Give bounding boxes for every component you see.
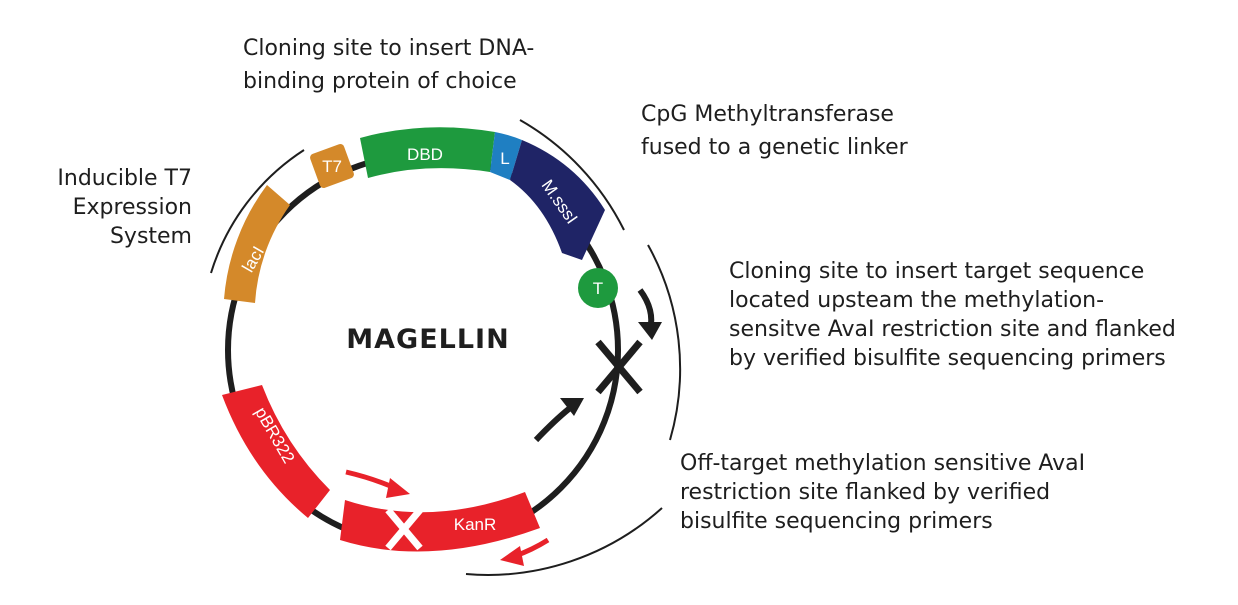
annotation-target-3: sensitve AvaI restriction site and flank… [729,317,1176,342]
segment-t7 [310,144,354,188]
plasmid-title: MAGELLIN [346,324,509,355]
label-dbd: DBD [407,145,443,164]
primer-arrowhead-red-reverse [500,546,524,566]
segment-linker [490,132,522,180]
bracket-off-target [465,507,663,576]
segment-dbd [360,127,495,178]
annotation-cloning-dbd-2: binding protein of choice [243,69,517,94]
primer-arrow-red-forward [345,469,396,491]
annotation-target-4: by verified bisulfite sequencing primers [729,346,1166,371]
primer-arrow-black [533,405,572,443]
segment-kanr [340,492,540,552]
off-target-cut-site-cross [385,507,423,551]
bracket-cpg [519,119,625,231]
segment-terminator [578,268,618,308]
label-t7: T7 [322,157,342,176]
annotation-cpg-1: CpG Methyltransferase [641,102,894,127]
avai-cut-site-cross [595,339,643,395]
bracket-target-site [647,244,682,441]
segment-pbr322 [222,385,330,518]
label-terminator: T [593,279,603,298]
annotation-target-1: Cloning site to insert target sequence [729,259,1144,284]
label-linker: L [500,149,509,168]
segment-mssi [510,140,605,260]
primer-arrowhead-red-forward [386,478,410,498]
target-arrowhead [638,322,662,340]
annotation-off-target-2: restriction site flanked by verified [680,480,1050,505]
annotation-cpg-2: fused to a genetic linker [641,135,909,160]
segment-laci [224,185,290,303]
primer-arrowhead-black [560,398,584,416]
annotation-t7-1: Inducible T7 [57,166,192,191]
label-kanr: KanR [454,515,497,534]
annotation-cloning-dbd-1: Cloning site to insert DNA- [243,36,534,61]
annotation-off-target-1: Off-target methylation sensitive AvaI [680,451,1085,476]
annotation-target-2: located upsteam the methylation- [729,288,1104,313]
annotation-off-target-3: bisulfite sequencing primers [680,509,993,534]
annotation-t7-3: System [110,224,192,249]
annotation-t7-2: Expression [73,195,192,220]
bracket-t7-system [210,149,305,274]
